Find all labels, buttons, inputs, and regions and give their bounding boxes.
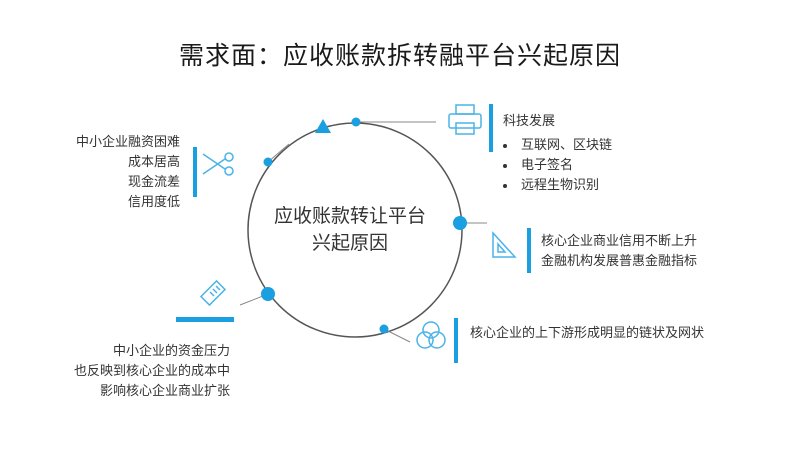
scissors-icon	[202, 152, 234, 176]
right-middle-line: 金融机构发展普惠金融指标	[541, 254, 698, 269]
node-left-top	[263, 157, 273, 167]
triangle-marker	[315, 119, 331, 133]
connector-left-top	[267, 143, 290, 163]
node-right-middle	[453, 216, 467, 230]
right-middle-text: 核心企业商业信用不断上升 金融机构发展普惠金融指标	[541, 232, 741, 272]
right-top-text: 科技发展 互联网、区块链 电子签名 远程生物识别	[503, 112, 703, 196]
page-title: 需求面：应收账款拆转融平台兴起原因	[178, 41, 621, 70]
left-bottom-accent-bar	[176, 317, 234, 322]
left-top-line: 信用度低	[127, 195, 180, 210]
left-bottom-line: 中小企业的资金压力	[112, 344, 230, 359]
left-top-text: 中小企业融资困难 成本居高 现金流差 信用度低	[30, 133, 180, 213]
right-bottom-accent-bar	[454, 318, 458, 363]
right-middle-line: 核心企业商业信用不断上升	[541, 234, 698, 249]
right-middle-accent-bar	[527, 228, 531, 273]
left-top-accent-bar	[193, 147, 197, 197]
right-top-accent-bar	[489, 104, 493, 152]
list-item: 电子签名	[517, 156, 703, 176]
set-square-icon	[492, 231, 517, 258]
left-bottom-line: 影响核心企业商业扩张	[99, 384, 230, 399]
list-item: 互联网、区块链	[517, 136, 703, 156]
node-left-bottom	[261, 287, 275, 301]
ruler-icon	[200, 279, 227, 307]
list-item: 远程生物识别	[517, 176, 703, 196]
left-bottom-line: 也反映到核心企业的成本中	[73, 364, 230, 379]
right-top-list: 互联网、区块链 电子签名 远程生物识别	[503, 136, 703, 196]
right-bottom-text: 核心企业的上下游形成明显的链状及网状	[470, 324, 770, 344]
node-right-bottom	[379, 324, 389, 334]
left-top-line: 成本居高	[127, 155, 180, 170]
right-top-heading: 科技发展	[503, 114, 556, 129]
node-right-top	[351, 117, 361, 127]
center-label: 应收账款转让平台 兴起原因	[255, 203, 445, 257]
left-top-line: 中小企业融资困难	[75, 135, 180, 150]
printer-icon	[448, 104, 482, 135]
left-top-line: 现金流差	[127, 175, 180, 190]
right-bottom-line: 核心企业的上下游形成明显的链状及网状	[470, 326, 705, 341]
venn-circles-icon	[416, 321, 446, 349]
left-bottom-text: 中小企业的资金压力 也反映到核心企业的成本中 影响核心企业商业扩张	[30, 342, 230, 402]
center-line-1: 应收账款转让平台	[273, 205, 426, 227]
center-line-2: 兴起原因	[311, 232, 388, 254]
connector-right-bottom	[383, 328, 411, 343]
